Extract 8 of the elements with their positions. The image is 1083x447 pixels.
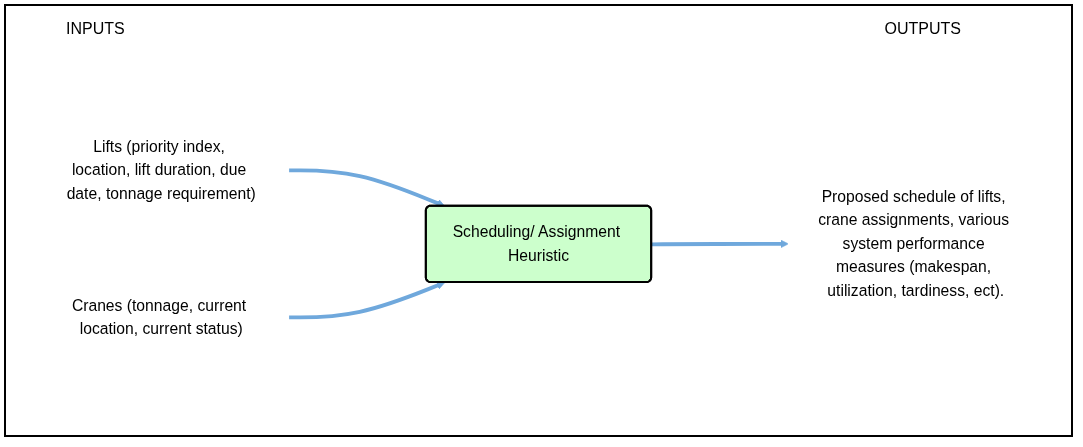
node-text: Proposed schedule of lifts, crane assignments, various system performance measures (makespan, utilization, tardiness, ect). — [818, 188, 1010, 299]
section-heading: OUTPUTS — [884, 20, 961, 38]
arrow — [288, 281, 446, 320]
node-text: Cranes (tonnage, current location, current status) — [71, 296, 247, 337]
frame-border: INPUTS OUTPUTS Lifts (priority index, location, lift duration, due date, tonnage requirement) Cranes (tonnage, current location, current status) Scheduling/ Assignment Heuristic Proposed schedule of lifts, crane assignments, various system performance measures (makespan, utilization, tardiness, ect). — [4, 4, 1073, 437]
arrow — [651, 239, 789, 249]
node-text: Lifts (priority index, location, lift duration, due date, tonnage requirement) — [66, 138, 256, 202]
section-heading: INPUTS — [66, 20, 125, 38]
